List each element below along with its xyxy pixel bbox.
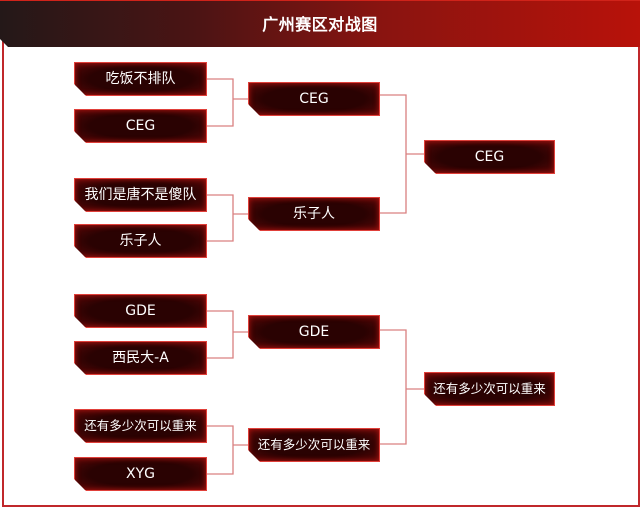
round2-team: 乐子人 <box>248 197 380 231</box>
page-title: 广州赛区对战图 <box>262 15 378 34</box>
round1-team: 吃饭不排队 <box>74 62 207 96</box>
round1-team: GDE <box>74 294 207 328</box>
round2-team: GDE <box>248 315 380 349</box>
round2-team: CEG <box>248 82 380 116</box>
round3-team: CEG <box>424 140 555 174</box>
header-banner: 广州赛区对战图 <box>0 0 640 47</box>
round3-team: 还有多少次可以重来 <box>424 372 555 406</box>
round2-team: 还有多少次可以重来 <box>248 428 380 462</box>
bracket-frame <box>2 20 640 507</box>
round1-team: 我们是唐不是傻队 <box>74 178 207 212</box>
round1-team: CEG <box>74 109 207 143</box>
round1-team: 乐子人 <box>74 224 207 258</box>
round1-team: 西民大-A <box>74 341 207 375</box>
round1-team: XYG <box>74 457 207 491</box>
round1-team: 还有多少次可以重来 <box>74 409 207 443</box>
